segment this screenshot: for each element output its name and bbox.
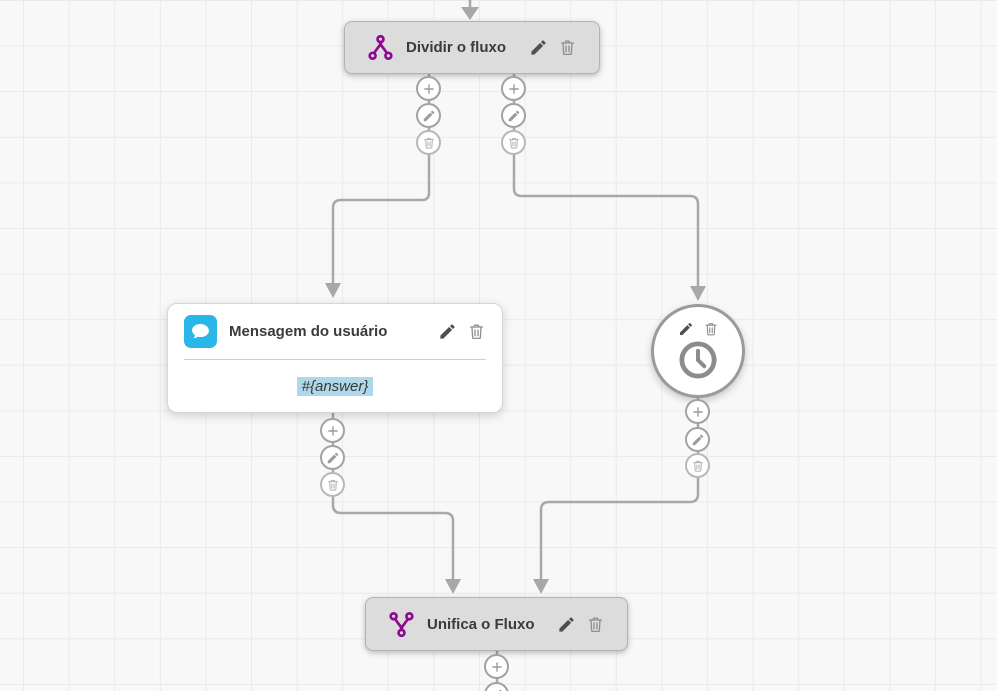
connector-delete-button[interactable] xyxy=(416,130,441,155)
edit-pencil-icon xyxy=(422,109,436,123)
delete-trash-icon xyxy=(691,459,705,473)
arrowhead-icon xyxy=(690,286,706,301)
merge-flow-icon xyxy=(388,611,415,638)
node-title: Mensagem do usuário xyxy=(229,323,388,341)
connector-delete-button[interactable] xyxy=(320,472,345,497)
divider xyxy=(184,359,486,361)
node-title: Dividir o fluxo xyxy=(406,39,507,56)
connector-add-button[interactable] xyxy=(416,76,441,101)
arrowhead-icon xyxy=(325,283,341,298)
add-plus-icon xyxy=(507,82,521,96)
edit-pencil-icon xyxy=(507,109,521,123)
node-split-flow[interactable]: Dividir o fluxo xyxy=(344,21,600,74)
connector-edit-button[interactable] xyxy=(685,427,710,452)
arrowhead-icon xyxy=(461,7,479,20)
delete-trash-icon xyxy=(507,136,521,150)
connector-add-button[interactable] xyxy=(484,654,509,679)
connector-edit-button[interactable] xyxy=(320,445,345,470)
node-user-message[interactable]: Mensagem do usuário #{answer} xyxy=(167,303,503,413)
connector-delete-button[interactable] xyxy=(685,453,710,478)
edit-pencil-icon[interactable] xyxy=(677,320,694,337)
delete-trash-icon[interactable] xyxy=(557,38,577,58)
delete-trash-icon[interactable] xyxy=(585,614,605,634)
delete-trash-icon[interactable] xyxy=(702,320,719,337)
connector-edit-button[interactable] xyxy=(416,103,441,128)
delete-trash-icon xyxy=(422,136,436,150)
add-plus-icon xyxy=(490,660,504,674)
arrowhead-icon xyxy=(445,579,461,594)
add-plus-icon xyxy=(691,405,705,419)
arrowhead-icon xyxy=(533,579,549,594)
connector-add-button[interactable] xyxy=(501,76,526,101)
variable-value: #{answer} xyxy=(296,376,374,396)
node-title: Unifica o Fluxo xyxy=(427,615,535,633)
connector-delete-button[interactable] xyxy=(501,130,526,155)
edit-pencil-icon xyxy=(326,451,340,465)
connector-add-button[interactable] xyxy=(685,399,710,424)
split-flow-icon xyxy=(367,34,394,61)
edit-pencil-icon[interactable] xyxy=(437,322,457,342)
connector-add-button[interactable] xyxy=(320,418,345,443)
edit-pencil-icon xyxy=(490,688,504,691)
edit-pencil-icon[interactable] xyxy=(556,614,576,634)
node-timer[interactable] xyxy=(651,304,745,398)
edit-pencil-icon[interactable] xyxy=(528,38,548,58)
node-merge-flow[interactable]: Unifica o Fluxo xyxy=(365,597,628,651)
chat-bubble-icon xyxy=(184,315,217,349)
clock-icon xyxy=(676,338,720,382)
delete-trash-icon[interactable] xyxy=(466,322,486,342)
edit-pencil-icon xyxy=(691,433,705,447)
delete-trash-icon xyxy=(326,478,340,492)
add-plus-icon xyxy=(422,82,436,96)
add-plus-icon xyxy=(326,424,340,438)
connector-edit-button[interactable] xyxy=(501,103,526,128)
